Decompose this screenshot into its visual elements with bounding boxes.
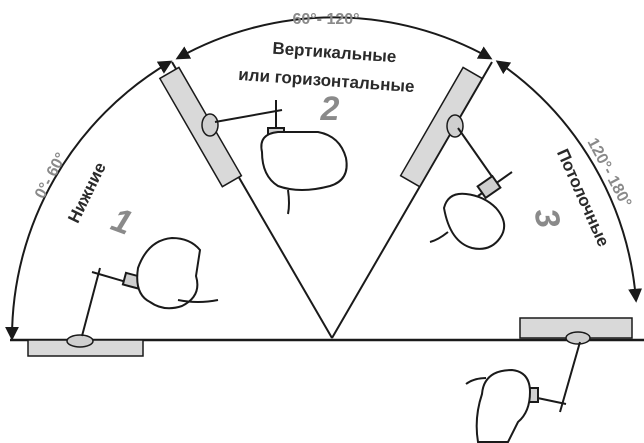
hand-glove-1 <box>137 238 200 308</box>
cable-3 <box>430 232 448 242</box>
hand-glove-3 <box>444 194 504 249</box>
range-label-bottom: 0°- 60° <box>32 150 70 201</box>
plate-vertical <box>160 67 242 186</box>
cable-2 <box>288 190 289 214</box>
position-number-2: 2 <box>320 90 340 128</box>
weld-pool-2 <box>202 114 218 136</box>
weld-pool-4 <box>566 332 590 344</box>
hand-glove-4 <box>477 370 530 442</box>
weld-pool-3 <box>447 115 463 137</box>
zone-label-bottom: Нижние <box>64 159 110 226</box>
cable-1 <box>178 300 218 302</box>
electrode-holder-3 <box>458 128 512 198</box>
weld-pool-1 <box>67 335 93 347</box>
range-label-vertical: 60°- 120° <box>292 11 359 28</box>
cable-4 <box>466 378 486 384</box>
zone-label-vertical-line1: Вертикальные <box>272 39 397 67</box>
position-number-3: 3 <box>526 205 567 230</box>
position-number-1: 1 <box>106 201 137 243</box>
hand-glove-2 <box>261 132 346 190</box>
